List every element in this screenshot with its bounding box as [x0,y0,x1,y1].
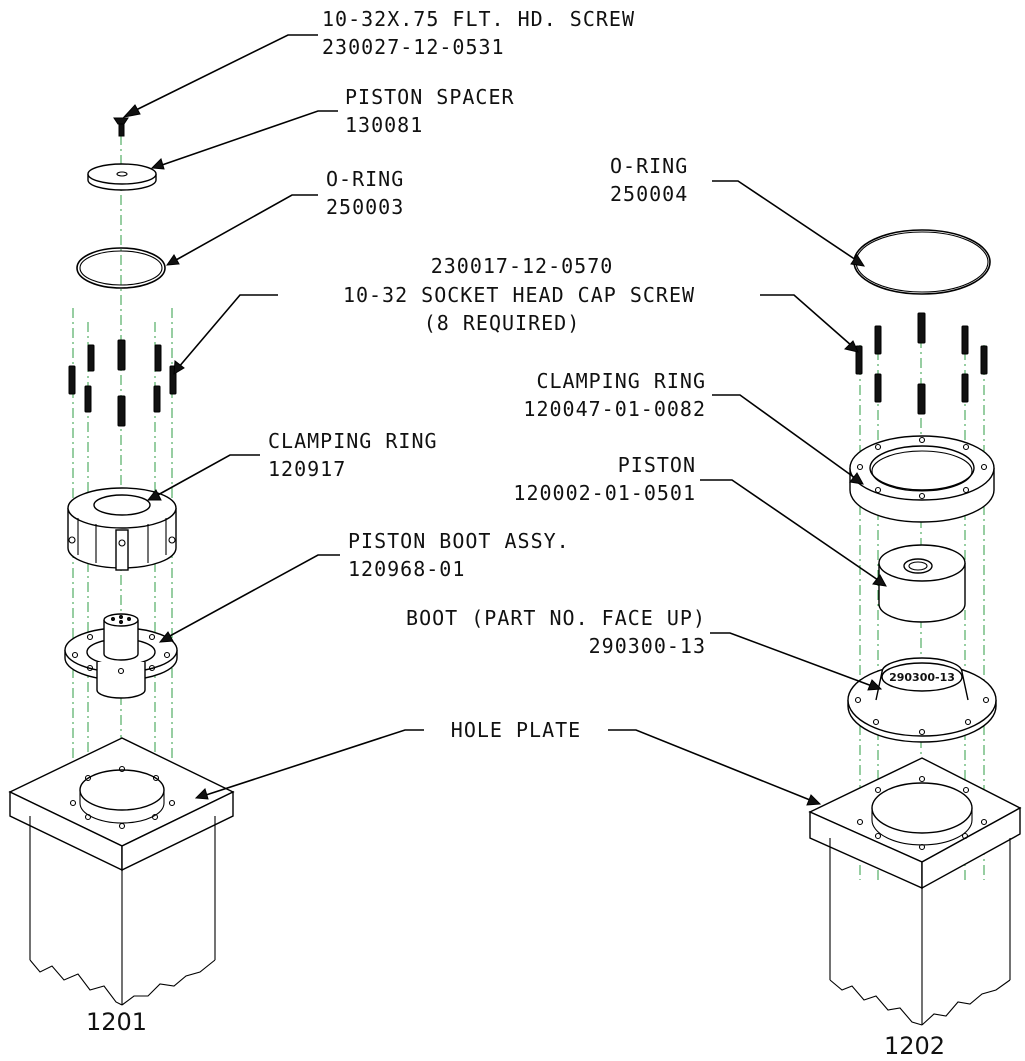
piston-boot-assy-part [64,613,178,699]
socket-screws-1201 [68,339,177,427]
piston-spacer-part-number: 130081 [345,113,423,137]
assembly-1202-label: 1202 [884,1032,945,1060]
clamping-ring-120917-part [67,487,177,571]
flat-head-screw-part [113,117,129,137]
hole-plate-label: HOLE PLATE [451,718,581,742]
piston-part-number: 120002-01-0501 [513,481,696,505]
piston-spacer-label: PISTON SPACER [345,85,515,109]
leader-lines [122,34,887,806]
boot-part-number-marking: 290300-13 [889,671,955,684]
piston-boot-assy-part-number: 120968-01 [348,557,465,581]
o-ring-250003-part-number: 250003 [326,195,404,219]
callout-labels: 10-32X.75 FLT. HD. SCREW 230027-12-0531 … [86,7,945,1060]
clamping-ring-120917-part-number: 120917 [268,457,346,481]
piston-spacer-part [87,163,157,191]
flat-head-screw-label: 10-32X.75 FLT. HD. SCREW [322,7,635,31]
assembly-1201-label: 1201 [86,1008,147,1036]
boot-part-number: 290300-13 [589,634,706,658]
socket-screw-label: 10-32 SOCKET HEAD CAP SCREW [343,283,695,307]
piston-boot-assy-label: PISTON BOOT ASSY. [348,529,570,553]
socket-screws-1202 [855,312,988,415]
clamping-ring-120047-label: CLAMPING RING [536,369,706,393]
o-ring-250003-part [76,247,166,289]
clamping-ring-120047-part-number: 120047-01-0082 [523,397,706,421]
boot-part: 290300-13 [847,657,997,743]
flat-head-screw-part-number: 230027-12-0531 [322,35,505,59]
piston-label: PISTON [618,453,696,477]
hole-plate-1202-part [808,757,1022,1026]
o-ring-250003-label: O-RING [326,167,404,191]
socket-screw-part-number: 230017-12-0570 [431,254,614,278]
o-ring-250004-part-number: 250004 [610,182,688,206]
o-ring-250004-label: O-RING [610,154,688,178]
piston-part [878,544,966,623]
centerlines [72,135,985,880]
socket-screw-quantity: (8 REQUIRED) [424,311,581,335]
clamping-ring-120917-label: CLAMPING RING [268,429,438,453]
hole-plate-1201-part [8,737,235,1006]
o-ring-250004-part [853,229,991,295]
clamping-ring-120047-part [849,435,995,523]
boot-label: BOOT (PART NO. FACE UP) [406,606,706,630]
